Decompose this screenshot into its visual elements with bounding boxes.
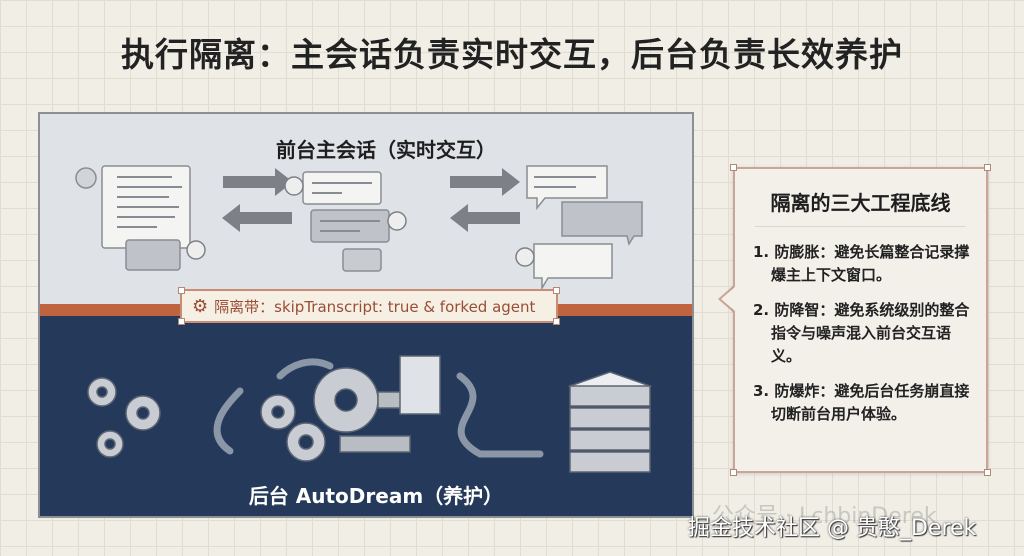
principles-card: 隔离的三大工程底线 1. 防膨胀：避免长篇整合记录撑爆主上下文窗口。 2. 防降… <box>730 164 991 476</box>
user-avatar-icon <box>515 247 535 267</box>
pipe-icon <box>339 435 411 453</box>
watermark: 掘金技术社区 @ 贵憨_Derek <box>688 516 977 541</box>
isolation-diagram: 前台主会话（实时交互） <box>38 112 694 518</box>
message-bubble <box>302 171 382 205</box>
list-item: 2. 防降智：避免系统级别的整合指令与噪声混入前台交互语义。 <box>753 301 970 365</box>
arrow-right-icon <box>450 168 520 196</box>
page-title: 执行隔离：主会话负责实时交互，后台负责长效养护 <box>121 35 903 74</box>
user-avatar-icon <box>387 211 407 231</box>
user-avatar-icon <box>186 240 206 260</box>
arrow-right-icon <box>223 168 293 196</box>
avatar-icon <box>75 167 97 189</box>
isolation-band-label: ⚙ 隔离带：skipTranscript: true & forked agen… <box>178 287 560 325</box>
arrows <box>222 168 520 232</box>
isolation-band-text: 隔离带：skipTranscript: true & forked agent <box>214 297 536 316</box>
maintenance-illustration <box>87 355 653 473</box>
principles-list: 1. 防膨胀：避免长篇整合记录撑爆主上下文窗口。 2. 防降智：避免系统级别的整… <box>735 227 986 426</box>
message-bubble <box>125 239 181 271</box>
chat-illustration <box>75 165 643 291</box>
server-stack-icon <box>567 371 653 473</box>
card-title: 隔离的三大工程底线 <box>755 187 966 227</box>
list-item: 1. 防膨胀：避免长篇整合记录撑爆主上下文窗口。 <box>753 243 970 284</box>
arrow-left-icon <box>450 204 520 232</box>
list-item: 3. 防爆炸：避免后台任务崩直接切断前台用户体验。 <box>753 382 970 423</box>
arrow-left-icon <box>222 204 292 232</box>
foreground-title: 前台主会话（实时交互） <box>276 138 496 162</box>
flow-arrow <box>213 387 244 455</box>
gear-icon: ⚙ <box>192 295 209 317</box>
typing-bubble <box>342 248 382 272</box>
background-panel: 后台 AutoDream（养护） <box>40 316 692 516</box>
machine-icon <box>399 355 441 415</box>
callout-pointer-fill <box>721 287 735 311</box>
message-bubble <box>310 209 390 243</box>
flow-arrow <box>456 372 544 458</box>
message-bubble <box>533 243 613 291</box>
background-title: 后台 AutoDream（养护） <box>248 484 504 508</box>
message-bubble <box>561 201 643 246</box>
foreground-panel: 前台主会话（实时交互） <box>40 114 692 304</box>
watermark-faint: 公众号 · LchbinDerek <box>712 504 937 529</box>
flow-arrow <box>276 358 334 380</box>
user-avatar-icon <box>284 176 304 196</box>
